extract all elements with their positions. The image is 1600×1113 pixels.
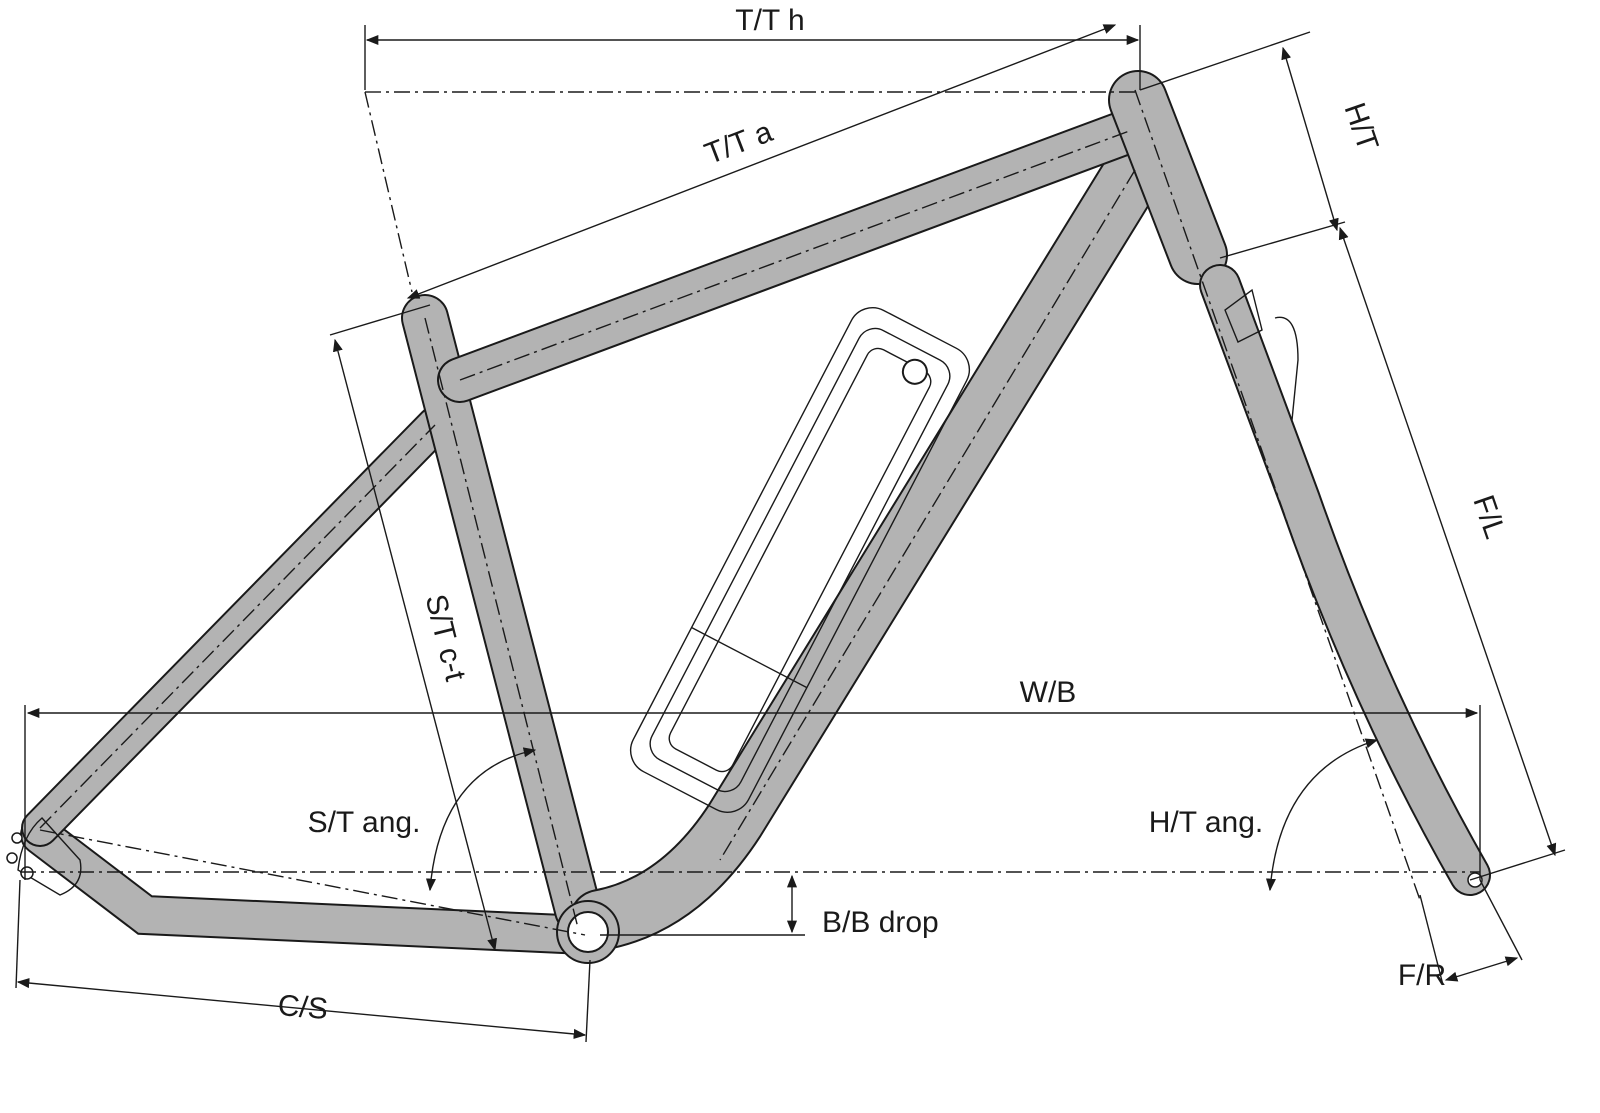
label-fork-length: F/L — [1466, 491, 1511, 543]
chainstay-tube — [20, 815, 605, 955]
label-fork-rake: F/R — [1398, 959, 1446, 992]
battery-pack — [629, 307, 971, 813]
label-head-tube: H/T — [1338, 99, 1385, 155]
label-chainstay: C/S — [276, 989, 329, 1026]
dimension-lines — [15, 24, 1566, 1043]
rear-dropout — [6, 817, 82, 896]
fork-cable-guide — [1274, 316, 1299, 421]
down-tube — [569, 139, 1166, 951]
label-bb-drop: B/B drop — [822, 906, 939, 939]
label-seat-tube-angle: S/T ang. — [308, 806, 421, 839]
label-wheelbase: W/B — [1020, 676, 1077, 709]
battery-lock-icon — [901, 358, 928, 385]
label-seat-tube-ct: S/T c-t — [419, 591, 472, 685]
label-top-tube-actual: T/T a — [700, 115, 777, 171]
front-dropout — [1467, 872, 1483, 888]
bottom-bracket — [556, 900, 620, 964]
label-head-tube-angle: H/T ang. — [1149, 806, 1264, 839]
fork — [1199, 264, 1491, 896]
center-lines — [20, 89, 1480, 936]
label-top-tube-horizontal: T/T h — [735, 4, 804, 37]
